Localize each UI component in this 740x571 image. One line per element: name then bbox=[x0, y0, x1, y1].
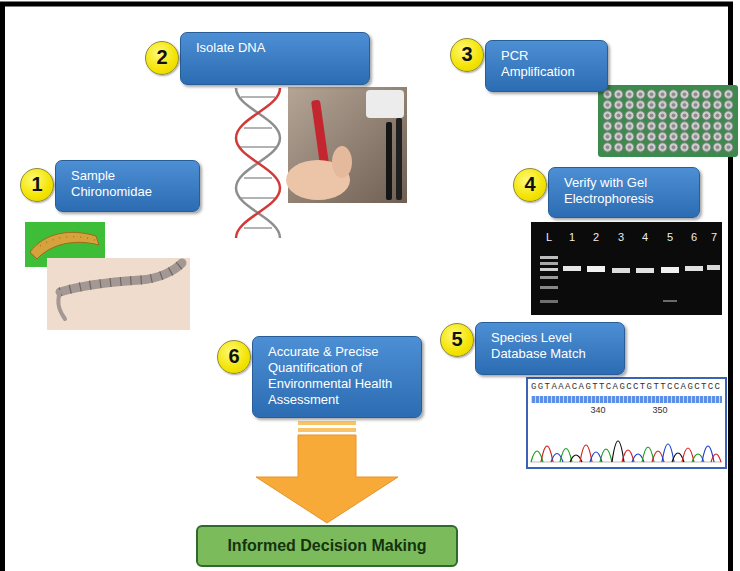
lane-label: L bbox=[546, 231, 552, 243]
callout-number: 6 bbox=[217, 340, 251, 374]
callout-number: 5 bbox=[440, 323, 474, 357]
dna-band bbox=[563, 266, 581, 271]
process-box: Isolate DNA bbox=[180, 32, 370, 85]
ladder-band bbox=[540, 300, 558, 303]
plate-wells bbox=[602, 89, 734, 153]
lane-label: 4 bbox=[642, 231, 648, 243]
lane-label: 2 bbox=[593, 231, 599, 243]
ladder-band bbox=[540, 286, 558, 289]
lane-label: 3 bbox=[618, 231, 624, 243]
gel-background bbox=[531, 222, 722, 315]
ladder-band bbox=[540, 276, 558, 279]
dna-helix bbox=[236, 88, 280, 238]
trace-peak bbox=[560, 449, 572, 463]
arrow-stripe bbox=[298, 421, 356, 425]
lane-label: 5 bbox=[667, 231, 673, 243]
base-position: 350 bbox=[652, 405, 667, 415]
callout-number: 4 bbox=[513, 168, 547, 202]
base-pair bbox=[240, 146, 276, 148]
pipetting-photo bbox=[286, 87, 407, 203]
box-label: Verify with Gel Electrophoresis bbox=[564, 175, 689, 207]
base-pair bbox=[244, 127, 272, 129]
base-position: 340 bbox=[590, 405, 605, 415]
trace-peak bbox=[711, 454, 721, 462]
trace-peak bbox=[600, 449, 612, 462]
base-pair bbox=[244, 177, 272, 179]
larva-body bbox=[60, 263, 182, 292]
trace-peak bbox=[662, 444, 674, 462]
ladder-band bbox=[540, 268, 558, 271]
pcr-plate-photo bbox=[598, 85, 738, 157]
dna-band bbox=[707, 265, 720, 270]
lab-machine bbox=[366, 90, 404, 118]
gel-image bbox=[531, 222, 722, 315]
larva-segments bbox=[40, 237, 95, 246]
flow-arrow-group bbox=[256, 421, 398, 523]
process-box: Sample Chironomidae bbox=[55, 160, 200, 212]
chromatogram-frame bbox=[527, 378, 726, 468]
lane-label: 7 bbox=[711, 231, 717, 243]
dna-band bbox=[587, 266, 605, 272]
arrow-stripe bbox=[298, 428, 356, 432]
box-label: Isolate DNA bbox=[196, 40, 359, 56]
thumb bbox=[332, 146, 352, 178]
base-pair bbox=[244, 227, 272, 229]
box-label: Informed Decision Making bbox=[227, 537, 426, 555]
larva-photo bbox=[47, 258, 190, 330]
ladder-band bbox=[540, 256, 558, 259]
process-box: PCR Amplification bbox=[485, 40, 608, 92]
dna-band bbox=[636, 268, 654, 273]
trace-peak bbox=[612, 441, 624, 462]
dna-band bbox=[661, 267, 679, 273]
lane-label: 1 bbox=[569, 231, 575, 243]
chromatogram bbox=[527, 378, 726, 468]
pen bbox=[396, 118, 402, 200]
box-label: PCR Amplification bbox=[501, 48, 597, 80]
photo-background bbox=[47, 258, 190, 330]
ladder-band bbox=[540, 262, 558, 265]
callout-number: 2 bbox=[145, 41, 179, 75]
process-box: Verify with Gel Electrophoresis bbox=[548, 167, 700, 218]
process-box: Accurate & Precise Quantification of Env… bbox=[252, 336, 422, 418]
process-box: Species Level Database Match bbox=[475, 322, 625, 375]
box-label: Species Level Database Match bbox=[491, 330, 614, 362]
dna-band bbox=[612, 268, 630, 273]
trace-peak bbox=[541, 446, 553, 462]
flow-arrow bbox=[256, 435, 398, 523]
base-pair bbox=[241, 197, 275, 199]
box-label: Accurate & Precise Quantification of Env… bbox=[268, 344, 411, 407]
outcome-box: Informed Decision Making bbox=[196, 525, 458, 567]
callout-number: 1 bbox=[20, 168, 54, 202]
base-pair bbox=[241, 96, 275, 98]
base-sequence: GGTAAACAGTTCAGCCTGTTCCAGCTCC bbox=[531, 382, 721, 392]
pen bbox=[386, 122, 392, 200]
callout-number: 3 bbox=[450, 38, 484, 72]
dna-band bbox=[663, 300, 677, 302]
plate-tray bbox=[598, 85, 738, 157]
quality-bar bbox=[531, 396, 722, 403]
larva-body bbox=[30, 232, 99, 259]
trace-peaks bbox=[531, 441, 721, 462]
larva-tail bbox=[58, 292, 65, 319]
dna-strand bbox=[236, 88, 280, 238]
larva-segments bbox=[60, 263, 182, 292]
lane-label: 6 bbox=[691, 231, 697, 243]
dna-band bbox=[685, 266, 703, 271]
dna-strand bbox=[236, 88, 280, 238]
box-label: Sample Chironomidae bbox=[71, 168, 189, 200]
